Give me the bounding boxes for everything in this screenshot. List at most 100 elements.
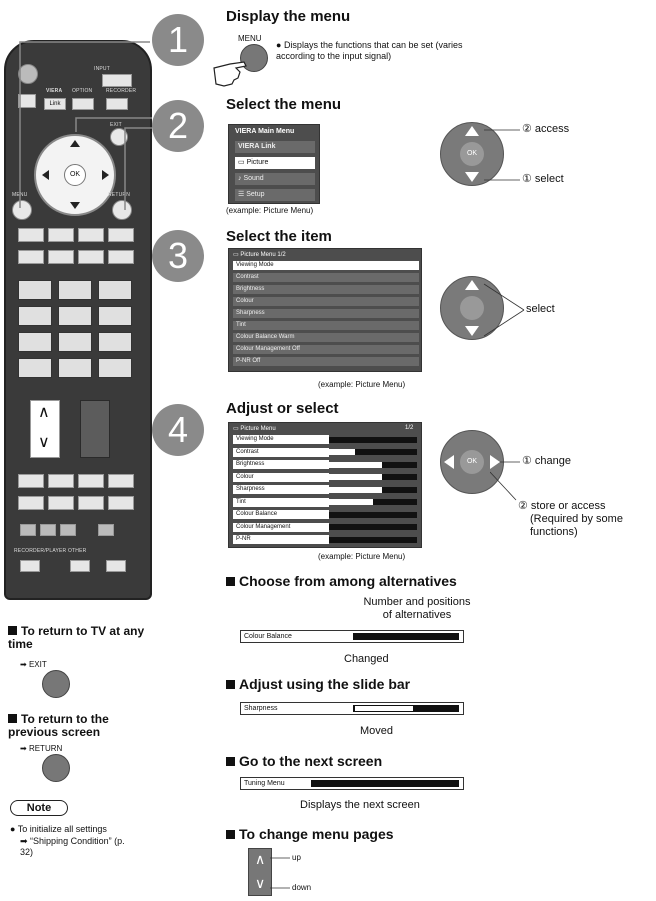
picture-menu-adjust-bar[interactable] [329,436,417,443]
main-menu-item-viera-link[interactable]: VIERA Link [235,141,315,153]
hold-button[interactable] [108,250,134,264]
media-button-2[interactable] [48,474,74,488]
number-7-button[interactable] [18,332,52,352]
picture-menu-select-row[interactable]: Brightness [233,285,419,294]
tuning-menu-bar[interactable]: Tuning Menu [240,777,464,790]
picture-menu-select-row[interactable]: Colour Balance Warm [233,333,419,342]
media-button-6[interactable] [48,496,74,510]
main-menu-item-picture[interactable]: ▭ Picture [235,157,315,169]
page-down-icon[interactable]: ∨ [255,875,266,891]
number-6-button[interactable] [98,306,132,326]
viera-link-button[interactable] [18,94,36,108]
number-0-button[interactable] [58,358,92,378]
exit-button-illustration[interactable] [42,670,70,698]
picture-menu-select-row[interactable]: Viewing Mode [233,261,419,270]
media-button-7[interactable] [78,496,104,510]
media-button-4[interactable] [108,474,134,488]
recorder-button-b[interactable] [40,524,56,536]
input-button[interactable] [102,74,132,87]
dpad-left-icon[interactable] [42,170,49,180]
last-view-button[interactable] [98,358,132,378]
step-2-ok-icon[interactable]: OK [460,142,484,166]
recorder-button-c[interactable] [60,524,76,536]
sttl-button[interactable] [48,250,74,264]
step-4-ok-icon[interactable]: OK [460,450,484,474]
media-button-1[interactable] [18,474,44,488]
channel-down-icon[interactable]: ∨ [38,434,50,451]
channel-rocker[interactable] [30,400,60,458]
picture-menu-adjust-row[interactable]: Sharpness [233,485,329,494]
picture-menu-select-row[interactable]: P-NR Off [233,357,419,366]
main-menu-item-setup[interactable]: ☰ Setup [235,189,315,201]
return-button[interactable] [112,200,132,220]
number-9-button[interactable] [98,332,132,352]
channel-up-icon[interactable]: ∧ [38,404,50,421]
picture-menu-adjust-row[interactable]: Colour Management [233,522,329,532]
picture-menu-adjust-bar[interactable] [329,536,417,543]
picture-menu-adjust-row[interactable]: Colour [233,472,329,482]
colour-balance-bar[interactable]: Colour Balance [240,630,464,643]
alternatives-note: Number and positions of alternatives [363,596,471,621]
media-button-8[interactable] [108,496,134,510]
media-button-3[interactable] [78,474,104,488]
dpad-right-icon[interactable] [102,170,109,180]
step-3-ok-icon[interactable] [460,296,484,320]
picture-menu-adjust-row[interactable]: Colour Balance [233,510,329,519]
picture-menu-select-row[interactable]: Sharpness [233,309,419,318]
picture-menu-adjust-row[interactable]: P-NR [233,535,329,544]
dpad-down-icon[interactable] [70,202,80,209]
red-button[interactable] [18,228,44,242]
recorder-button-d[interactable] [98,524,114,536]
return-button-illustration[interactable] [42,754,70,782]
index-button[interactable] [78,250,104,264]
player-switch-button[interactable] [70,560,90,572]
step-4-store-note: (Required by some functions) [530,513,623,538]
number-2-button[interactable] [58,280,92,300]
recorder-button-a[interactable] [20,524,36,536]
number-4-button[interactable] [18,306,52,326]
sharpness-bar[interactable]: Sharpness [240,702,464,715]
picture-menu-adjust-row[interactable]: Viewing Mode [233,435,329,444]
exit-button[interactable] [110,128,128,146]
volume-rocker[interactable] [80,400,110,458]
picture-menu-select-row[interactable]: Tint [233,321,419,330]
yellow-button[interactable] [78,228,104,242]
step-4-change-label: ① change [522,455,572,467]
picture-menu-adjust-bar[interactable] [329,524,417,530]
return-prev-heading-text: To return to the previous screen [8,712,109,739]
recorder-button[interactable] [106,98,128,110]
av-button[interactable] [18,358,52,378]
picture-menu-select-row[interactable]: Contrast [233,273,419,282]
menu-button-illustration[interactable] [240,44,268,72]
power-button[interactable] [18,64,38,84]
picture-menu-adjust-bar[interactable] [329,499,417,505]
blue-button[interactable] [108,228,134,242]
ok-button[interactable]: OK [64,164,86,186]
picture-menu-adjust-title: ▭ Picture Menu [233,426,276,432]
option-button[interactable] [72,98,94,110]
number-8-button[interactable] [58,332,92,352]
page-up-icon[interactable]: ∧ [255,851,266,867]
slide-heading: Adjust using the slide bar [226,676,410,692]
dpad-up-icon[interactable] [70,140,80,147]
link-button[interactable]: Link [44,98,66,110]
recorder-switch-button[interactable] [20,560,40,572]
text-button[interactable] [18,250,44,264]
picture-menu-adjust-row[interactable]: Brightness [233,460,329,469]
green-button[interactable] [48,228,74,242]
picture-menu-adjust-row[interactable]: Contrast [233,447,329,457]
picture-menu-adjust-bar[interactable] [329,449,417,455]
viera-label: VIERA [46,88,63,94]
picture-menu-select-row[interactable]: Colour [233,297,419,306]
step-3-example: (example: Picture Menu) [318,380,406,389]
other-switch-button[interactable] [106,560,126,572]
media-button-5[interactable] [18,496,44,510]
number-1-button[interactable] [18,280,52,300]
picture-menu-adjust-bar[interactable] [329,511,417,518]
menu-button[interactable] [12,200,32,220]
main-menu-item-sound[interactable]: ♪ Sound [235,173,315,185]
picture-menu-adjust-row[interactable]: Tint [233,497,329,507]
number-5-button[interactable] [58,306,92,326]
picture-menu-select-row[interactable]: Colour Management Off [233,345,419,354]
number-3-button[interactable] [98,280,132,300]
